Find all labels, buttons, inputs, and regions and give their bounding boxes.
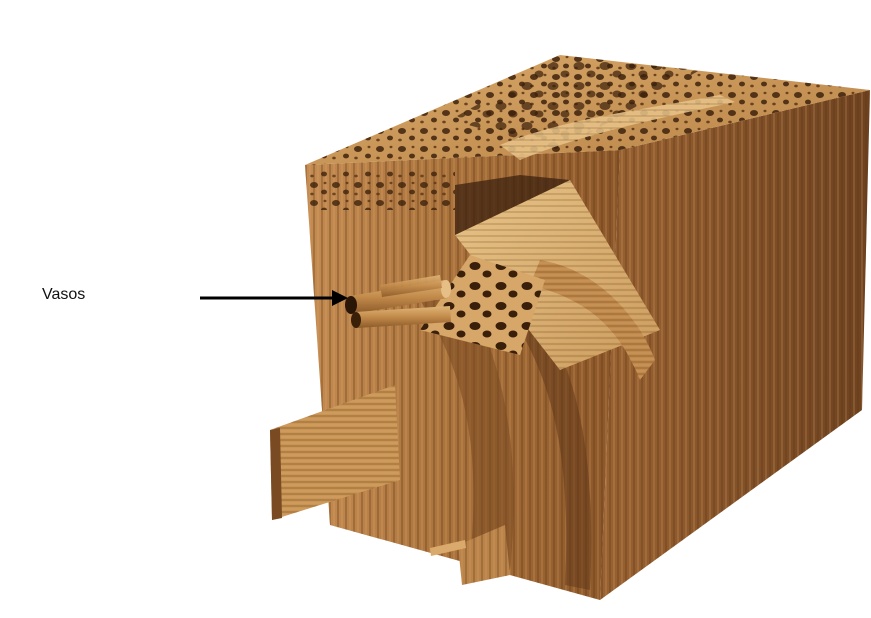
vasos-label: Vasos xyxy=(42,286,85,304)
